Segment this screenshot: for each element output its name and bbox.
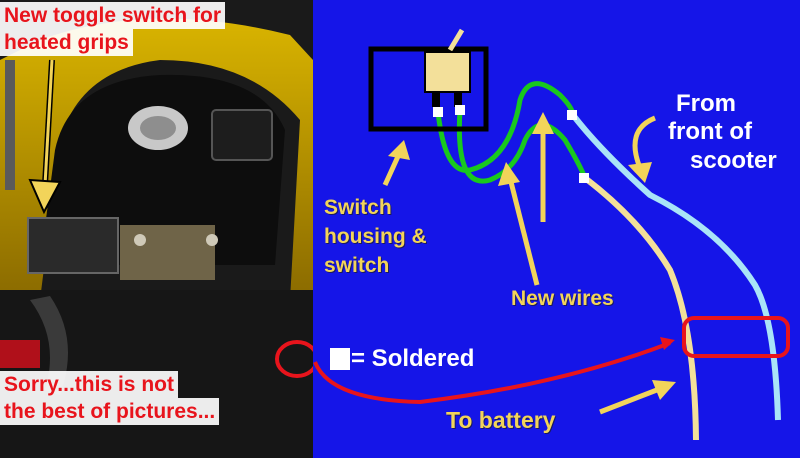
front-arrow-icon xyxy=(628,115,657,183)
solder-joint-1 xyxy=(433,107,443,117)
soldered-legend-label: = Soldered xyxy=(351,345,475,372)
toggle-note-line2: heated grips xyxy=(0,29,133,56)
switch-housing xyxy=(27,217,119,274)
new-wires-arrow-1-icon xyxy=(498,162,540,286)
sorry-note-line2: the best of pictures... xyxy=(0,398,220,425)
to-battery-label: To battery xyxy=(446,407,556,433)
sorry-note-line1: Sorry...this is not xyxy=(0,371,178,398)
solder-joint-2 xyxy=(455,105,465,115)
soldered-joint-highlight xyxy=(275,340,313,378)
diagram-background xyxy=(313,0,800,458)
from-front-line2: front of xyxy=(668,118,752,145)
solder-legend-square xyxy=(330,348,350,370)
yellow-wire xyxy=(583,175,699,441)
switch-housing-box xyxy=(368,46,489,132)
toggle-switch-body xyxy=(424,51,471,93)
solder-joint-4 xyxy=(579,173,589,183)
scooter-photo xyxy=(0,0,313,458)
new-wires-arrow-2-icon xyxy=(532,112,554,222)
from-front-line1: From xyxy=(676,90,736,117)
battery-connection-highlight xyxy=(682,316,790,358)
switch-label-line2: housing & xyxy=(324,225,427,248)
switch-label-line3: switch xyxy=(324,254,390,277)
switch-label-line1: Switch xyxy=(324,196,392,219)
blue-wire xyxy=(570,113,781,421)
solder-joint-3 xyxy=(567,110,577,120)
toggle-note-line1: New toggle switch for xyxy=(0,2,226,29)
connector-block xyxy=(211,109,273,161)
latch-bracket xyxy=(120,225,215,280)
from-front-line3: scooter xyxy=(690,147,777,174)
toggle-lever xyxy=(447,28,465,52)
new-wires-label: New wires xyxy=(511,287,614,310)
battery-arrow-icon xyxy=(599,380,676,415)
green-wire-2 xyxy=(456,109,588,184)
red-leader-line xyxy=(313,341,671,405)
switch-arrow-icon xyxy=(382,140,410,187)
green-wire-1 xyxy=(435,81,576,173)
toggle-arrow-icon xyxy=(28,178,62,215)
wiring-diagram xyxy=(313,0,800,458)
